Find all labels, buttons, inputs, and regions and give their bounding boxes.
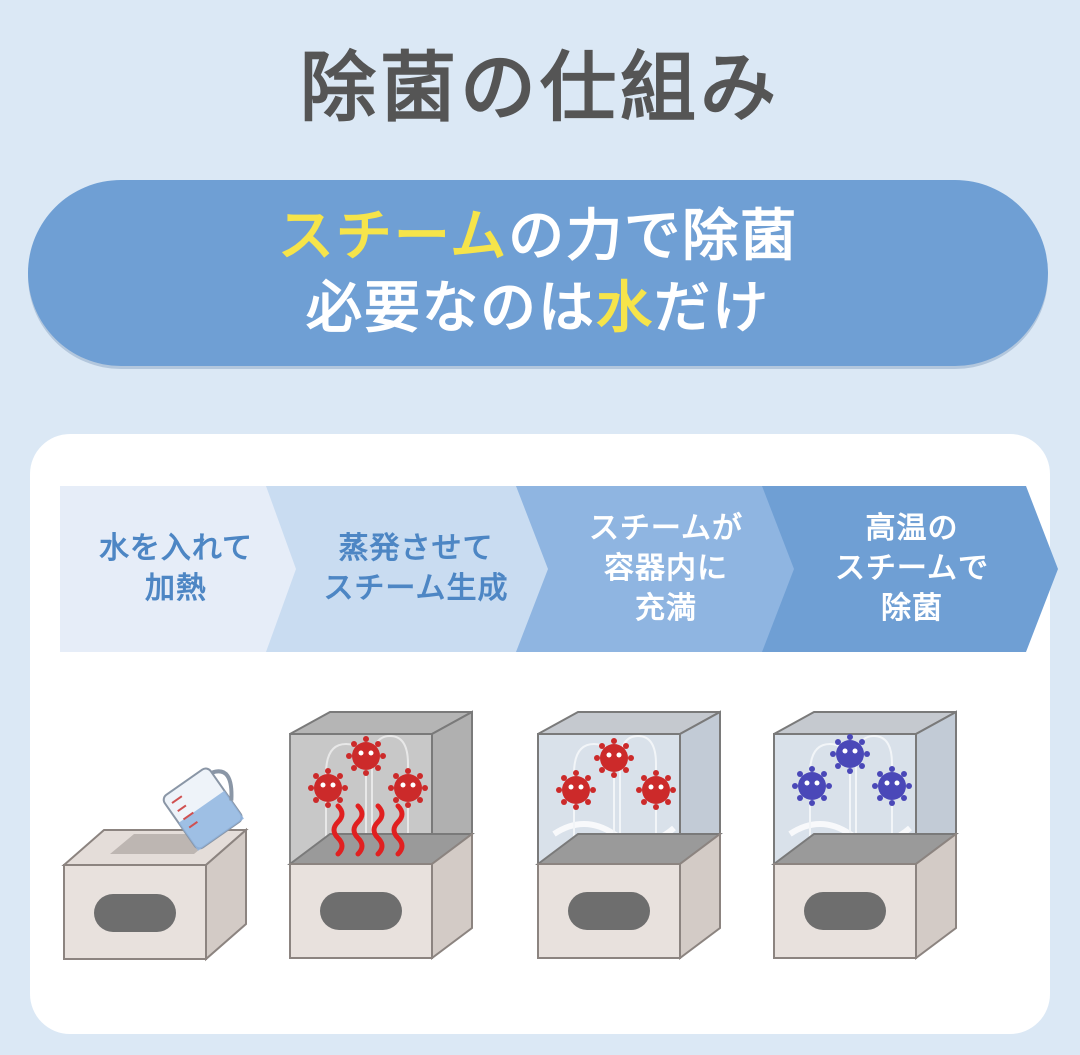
banner-line-2: 必要なのは水だけ [28, 274, 1048, 344]
step-4-illustration [771, 710, 959, 960]
germ-icon [594, 738, 634, 778]
germ-icon [556, 770, 596, 810]
step-1-illustration [61, 767, 249, 962]
germ-icon [636, 770, 676, 810]
heat-icon [331, 803, 405, 857]
step-2-label: 蒸発させて スチーム生成 [323, 531, 509, 606]
germ-icon [872, 766, 912, 806]
step-4-label: 高温の スチームで 除菌 [834, 511, 990, 626]
banner-line-2-text-b: だけ [654, 276, 770, 341]
banner-line-2-text-a: 必要なのは [306, 276, 596, 341]
step-3-label: スチームが 容器内に 充満 [588, 511, 744, 626]
page-title: 除菌の仕組み [300, 43, 780, 132]
process-illustrations [61, 710, 959, 962]
headline-banner: スチームの力で除菌 必要なのは水だけ [28, 180, 1048, 366]
process-steps: 水を入れて 加熱 蒸発させて スチーム生成 スチームが 容器内に 充満 高温の … [60, 486, 1060, 652]
step-3-arrow [516, 486, 798, 652]
banner-highlight-water: 水 [596, 276, 654, 341]
step-2-illustration [287, 710, 475, 960]
banner-line-1-text: の力で除菌 [508, 204, 799, 269]
germ-icon [308, 768, 348, 808]
germ-icon [792, 766, 832, 806]
step-arrows [60, 486, 1058, 652]
water-jug-icon [162, 767, 244, 851]
process-card: 水を入れて 加熱 蒸発させて スチーム生成 スチームが 容器内に 充満 高温の … [30, 434, 1058, 1034]
step-4-arrow [762, 486, 1058, 652]
step-1-arrow [60, 486, 300, 652]
banner-highlight-steam: スチーム [277, 204, 509, 269]
banner-line-1: スチームの力で除菌 [28, 202, 1048, 272]
step-2-arrow [266, 486, 552, 652]
germ-icon [346, 736, 386, 776]
germ-icon [830, 734, 870, 774]
step-3-illustration [535, 710, 723, 960]
step-1-label: 水を入れて 加熱 [98, 531, 254, 606]
germ-icon [388, 768, 428, 808]
